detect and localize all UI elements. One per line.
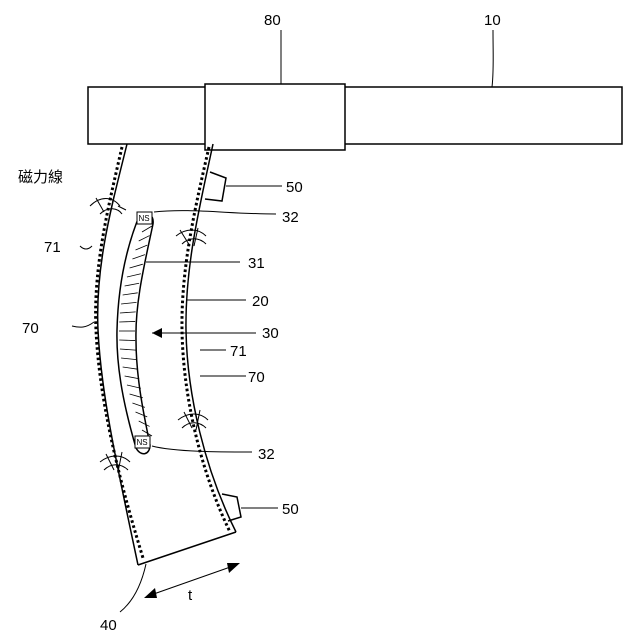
label-70-right: 70 [248, 369, 265, 386]
hatch-line [120, 312, 136, 313]
hatch-line [136, 412, 148, 417]
svg-text:NS: NS [137, 438, 148, 447]
label-80: 80 [264, 12, 281, 29]
label-field-lines: 磁力線 [18, 169, 63, 186]
hatch-line [142, 226, 152, 232]
hatch-line [139, 236, 150, 241]
hatch-line [136, 245, 148, 250]
label-31: 31 [248, 255, 265, 272]
label-71-right: 71 [230, 343, 247, 360]
label-32-top: 32 [282, 209, 299, 226]
label-70-left: 70 [22, 320, 39, 337]
hatch-line [121, 358, 136, 360]
sensor-50-top [205, 172, 226, 201]
magnet-32-bottom: NS [135, 436, 150, 448]
hatch-line [120, 349, 136, 350]
member-31 [117, 213, 153, 454]
svg-text:NS: NS [139, 214, 150, 223]
hatch-line [139, 421, 150, 426]
arrow-30 [152, 328, 162, 338]
hatch-line [125, 376, 140, 379]
rail-10 [88, 87, 622, 144]
spring-70-right [182, 147, 230, 532]
hatch-line [132, 255, 144, 259]
hatch-line [121, 302, 136, 304]
label-50-bottom: 50 [282, 501, 299, 518]
label-10: 10 [484, 12, 501, 29]
label-32-bottom: 32 [258, 446, 275, 463]
hatch-line [123, 293, 138, 295]
magnet-unit-30: NS NS [117, 212, 153, 454]
label-t: t [188, 587, 193, 604]
hatch-line [119, 340, 135, 341]
label-50-top: 50 [286, 179, 303, 196]
label-30: 30 [262, 325, 279, 342]
hatch-line [125, 283, 140, 286]
label-71-left: 71 [44, 239, 61, 256]
label-40: 40 [100, 617, 117, 634]
magnet-32-top: NS [137, 212, 152, 224]
slider-block-80 [205, 84, 345, 150]
hatch-line [127, 274, 141, 277]
hatch-line [123, 367, 138, 369]
hatch-line [119, 321, 135, 322]
field-lines-symbols [90, 196, 208, 472]
label-20: 20 [252, 293, 269, 310]
hatch-line [130, 264, 143, 268]
